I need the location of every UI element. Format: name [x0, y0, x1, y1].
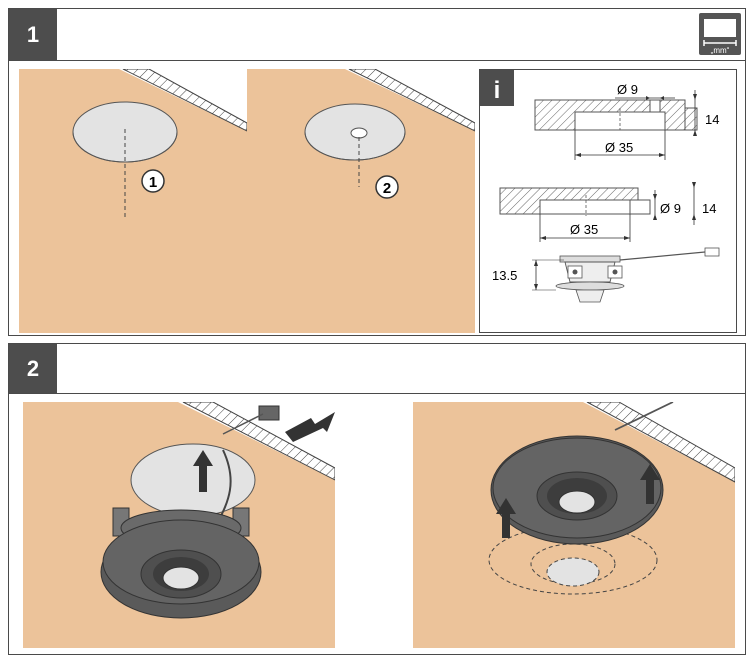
step-2-section: 2: [8, 343, 746, 655]
svg-text:1: 1: [149, 174, 157, 191]
arrow-up-icon: [193, 450, 213, 492]
drilling-panel-2: 2: [247, 69, 475, 333]
measurement-units-icon: „mm“: [699, 13, 741, 55]
installed-light-housing: [490, 435, 664, 545]
arrow-right-icon: [285, 412, 335, 442]
callout-1: 1: [141, 169, 165, 193]
step-1-header: 1 „mm“: [9, 9, 745, 61]
light-housing: [100, 507, 262, 619]
svg-text:i: i: [494, 77, 501, 104]
svg-text:Ø 35: Ø 35: [570, 222, 598, 237]
cable-insertion-panel: [23, 402, 335, 648]
svg-text:14: 14: [702, 201, 716, 216]
arrow-up-left-icon: [496, 498, 516, 538]
step-1-badge: 1: [9, 9, 57, 60]
ceiling-hole: [130, 443, 256, 517]
dimensions-info-panel: i Ø 9 14: [479, 69, 737, 333]
step-1-number: 1: [26, 21, 40, 47]
units-label: „mm“: [711, 46, 730, 55]
svg-text:2: 2: [383, 180, 391, 197]
top-section-drawing: Ø 9 14 Ø 35: [534, 82, 719, 160]
drilled-hole-with-cable-hole: [304, 103, 406, 161]
connector-plug-icon: [222, 405, 280, 435]
svg-text:13.5: 13.5: [492, 268, 517, 283]
step-2-badge: 2: [9, 344, 57, 393]
middle-section-drawing: Ø 9 14 Ø 35: [499, 182, 716, 242]
arrow-up-right-icon: [640, 464, 660, 504]
housing-side-view: 13.5: [492, 247, 720, 303]
light-installed-panel: [413, 402, 735, 648]
info-icon: i: [480, 70, 514, 106]
callout-2: 2: [375, 175, 399, 199]
step-2-header: 2: [9, 344, 745, 394]
drilling-panel-1: 1: [19, 69, 247, 333]
svg-text:Ø 35: Ø 35: [605, 140, 633, 155]
svg-text:14: 14: [705, 112, 719, 127]
step-2-number: 2: [26, 355, 40, 381]
svg-text:Ø 9: Ø 9: [660, 201, 681, 216]
step-1-section: 1 „mm“: [8, 8, 746, 336]
svg-text:Ø 9: Ø 9: [617, 82, 638, 97]
